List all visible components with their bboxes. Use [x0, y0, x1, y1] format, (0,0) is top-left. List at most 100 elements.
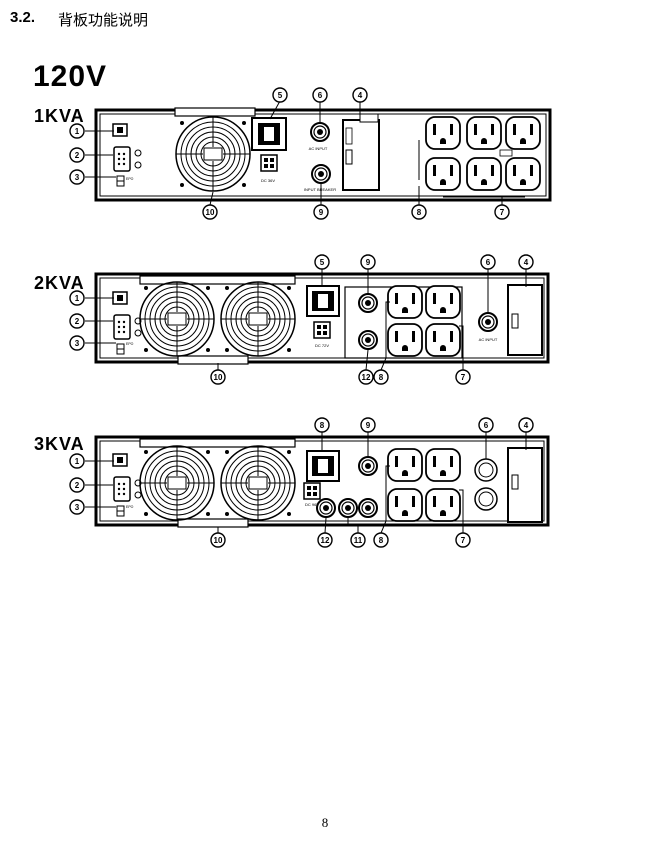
- callout-number: 2: [75, 481, 80, 490]
- callout-number: 3: [75, 339, 80, 348]
- callout-number: 11: [354, 536, 363, 545]
- callout-3: 3: [69, 169, 85, 185]
- callout-7: 7: [494, 204, 510, 220]
- callout-number: 4: [358, 91, 363, 100]
- callout-leaders: [85, 100, 527, 534]
- callout-6: 6: [312, 87, 328, 103]
- output-breaker-icon: [358, 456, 378, 476]
- output-breaker-icon: [338, 498, 358, 518]
- outlet-icon: [505, 157, 541, 191]
- model-label-1kva: 1KVA: [34, 106, 85, 126]
- callout-1: 1: [69, 290, 85, 306]
- fan-icon: [139, 445, 215, 521]
- callout-2: 2: [69, 313, 85, 329]
- callout-3: 3: [69, 499, 85, 515]
- callout-5: 5: [314, 254, 330, 270]
- callout-number: 8: [379, 373, 384, 382]
- callout-number: 9: [319, 208, 324, 217]
- outlet-icon: [505, 116, 541, 150]
- input-socket-icon: [478, 312, 498, 332]
- outlet-icon: [425, 448, 461, 482]
- fan-icon: [220, 445, 296, 521]
- callout-number: 7: [500, 208, 505, 217]
- outlet-icon: [425, 488, 461, 522]
- outlet-icon: [466, 157, 502, 191]
- dc-connector-icon: [260, 154, 278, 172]
- callout-7: 7: [455, 532, 471, 548]
- outlet-icon: [425, 323, 461, 357]
- callout-2: 2: [69, 477, 85, 493]
- outlet-icon: [425, 116, 461, 150]
- breaker-icon: [306, 285, 340, 317]
- callout-number: 6: [484, 421, 489, 430]
- callout-number: 6: [318, 91, 323, 100]
- output-breaker-icon: [316, 498, 336, 518]
- callout-number: 1: [75, 457, 80, 466]
- callout-6: 6: [480, 254, 496, 270]
- callout-11: 11: [350, 532, 366, 548]
- panel-3kva: DC 96V EPO: [94, 435, 550, 528]
- callout-10: 10: [210, 369, 226, 385]
- panel-1kva: DC 36V AC INPUT INPUT BREAKER EPO: [94, 107, 552, 202]
- callout-number: 7: [461, 536, 466, 545]
- callout-5: 5: [272, 87, 288, 103]
- output-breaker-icon: [358, 330, 378, 350]
- callout-number: 9: [366, 258, 371, 267]
- rear-panel-diagrams: DC 36V AC INPUT INPUT BREAKER EPO DC 72V: [69, 87, 552, 548]
- outlet-icon: [387, 448, 423, 482]
- input-breaker-icon: [311, 164, 331, 184]
- model-label-3kva: 3KVA: [34, 434, 85, 454]
- input-breaker-label: INPUT BREAKER: [304, 187, 336, 192]
- input-label-2kva: AC INPUT: [479, 337, 498, 342]
- outlet-icon: [466, 116, 502, 150]
- callout-number: 8: [379, 536, 384, 545]
- callout-4: 4: [518, 254, 534, 270]
- dc-input-label: DC 96V: [305, 502, 319, 507]
- callout-8: 8: [411, 204, 427, 220]
- callout-number: 7: [461, 373, 466, 382]
- callout-number: 4: [524, 421, 529, 430]
- callout-number: 8: [417, 208, 422, 217]
- callout-7: 7: [455, 369, 471, 385]
- callout-8: 8: [373, 369, 389, 385]
- outlet-icon: [387, 488, 423, 522]
- callout-10: 10: [202, 204, 218, 220]
- outlet-icon: [387, 323, 423, 357]
- callout-9: 9: [313, 204, 329, 220]
- callout-number: 1: [75, 294, 80, 303]
- callout-number: 5: [278, 91, 283, 100]
- callout-number: 6: [486, 258, 491, 267]
- callout-number: 12: [362, 373, 371, 382]
- breaker-icon: [306, 450, 340, 482]
- voltage-heading: 120V: [33, 60, 108, 93]
- dc-input-label: DC 72V: [315, 343, 329, 348]
- callout-3: 3: [69, 335, 85, 351]
- callout-4: 4: [518, 417, 534, 433]
- callout-10: 10: [210, 532, 226, 548]
- callout-12: 12: [317, 532, 333, 548]
- section-number: 3.2.: [10, 9, 36, 26]
- fan-icon: [139, 281, 215, 357]
- callout-number: 1: [75, 127, 80, 136]
- callout-9: 9: [360, 254, 376, 270]
- svg-text:EPO: EPO: [126, 177, 134, 181]
- callout-12: 12: [358, 369, 374, 385]
- callout-number: 12: [321, 536, 330, 545]
- callout-number: 10: [214, 536, 223, 545]
- outlet-icon: [425, 157, 461, 191]
- outlet-icon: [387, 285, 423, 319]
- callout-number: 10: [206, 208, 215, 217]
- callout-number: 3: [75, 173, 80, 182]
- section-title: 背板功能说明: [58, 11, 149, 29]
- svg-text:EPO: EPO: [126, 505, 134, 509]
- dc-connector-icon: [303, 482, 321, 500]
- callout-number: 10: [214, 373, 223, 382]
- callout-number: 4: [524, 258, 529, 267]
- output-breaker-icon: [358, 293, 378, 313]
- svg-text:EPO: EPO: [126, 342, 134, 346]
- callout-2: 2: [69, 147, 85, 163]
- panel-2kva: DC 72V AC INPUT EPO: [94, 272, 550, 365]
- callout-number: 2: [75, 317, 80, 326]
- input-label-1kva: AC INPUT: [309, 146, 328, 151]
- output-breaker-icon: [358, 498, 378, 518]
